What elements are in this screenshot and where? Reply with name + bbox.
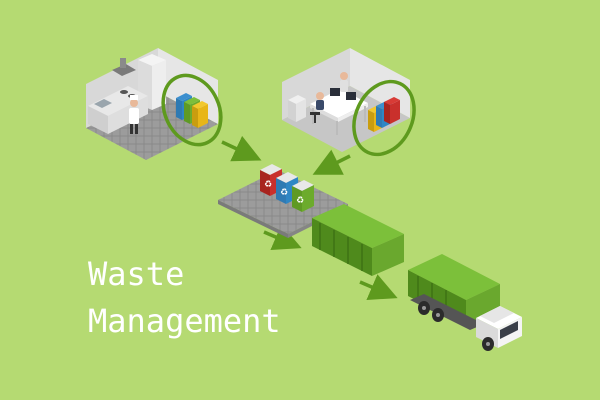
printer: [296, 99, 306, 122]
office-scene: [282, 48, 416, 157]
arrow-container-to-truck: [359, 274, 398, 300]
kitchen-highlight-ring: [161, 73, 223, 147]
office-floor: [282, 86, 410, 152]
office-bins: [368, 97, 400, 132]
kitchen-bins: [176, 93, 208, 128]
title-line-1: Waste: [88, 255, 185, 293]
title-line-2: Management: [88, 302, 281, 340]
waste-container: [312, 204, 404, 276]
kitchen-counter: [108, 96, 148, 134]
flow-arrows: [221, 135, 398, 300]
recycle-icon: ♻: [280, 188, 288, 198]
range-hood: [112, 64, 136, 76]
recycle-icon: ♻: [296, 196, 304, 206]
sink: [94, 99, 112, 108]
monitor: [330, 88, 340, 96]
office-worker-standing: [340, 72, 348, 92]
arrow-bins-to-container: [263, 224, 302, 250]
chef-figure: [129, 95, 139, 134]
arrow-office-to-bins: [312, 149, 351, 175]
bin-green: [302, 185, 314, 212]
office-worker-seated: [310, 92, 324, 123]
recycle-icon: ♻: [264, 180, 272, 190]
truck-windshield: [500, 321, 518, 339]
kitchen-scene: [86, 48, 223, 160]
office-highlight-ring: [352, 79, 416, 157]
arrow-kitchen-to-bins: [221, 135, 262, 162]
garbage-truck: [408, 254, 522, 351]
